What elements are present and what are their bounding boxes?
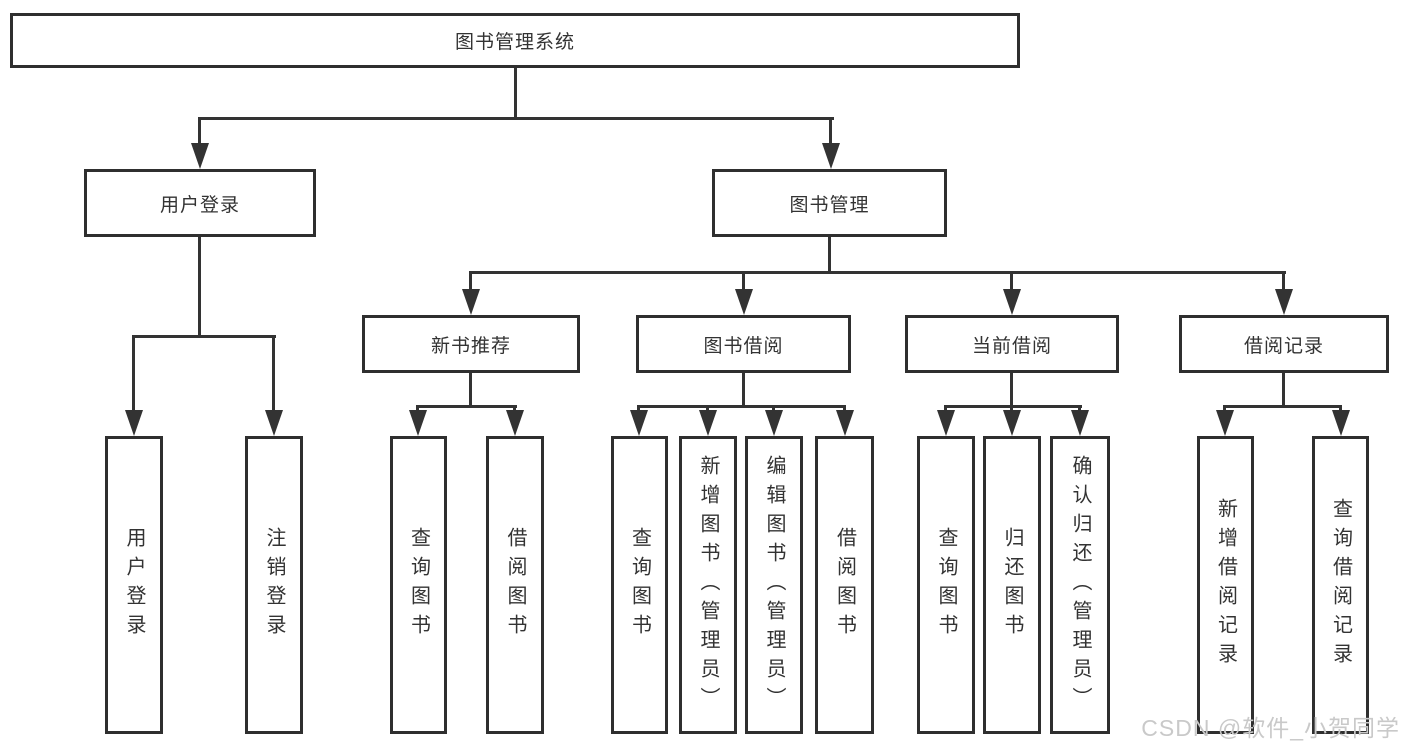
leaf-label: 归还图书 bbox=[1001, 527, 1023, 643]
connector-line bbox=[1010, 405, 1013, 414]
node-book-borrowing: 图书借阅 bbox=[636, 315, 851, 373]
leaf-logout-login: 注销登录 bbox=[245, 436, 303, 734]
node-label: 图书管理系统 bbox=[454, 32, 575, 53]
arrow-down-icon bbox=[630, 410, 648, 436]
arrow-down-icon bbox=[699, 410, 717, 436]
csdn-watermark: CSDN @软件_小贺同学 bbox=[1141, 715, 1400, 741]
leaf-borrow-books: 借阅图书 bbox=[815, 436, 874, 734]
arrow-down-icon bbox=[1332, 410, 1350, 436]
arrow-down-icon bbox=[462, 289, 480, 315]
connector-line bbox=[706, 405, 709, 414]
leaf-query-books-borrowing: 查询图书 bbox=[611, 436, 668, 734]
connector-line bbox=[132, 335, 276, 338]
connector-line bbox=[469, 373, 472, 407]
arrow-down-icon bbox=[409, 410, 427, 436]
connector-line bbox=[843, 405, 846, 414]
node-borrowing-records: 借阅记录 bbox=[1179, 315, 1389, 373]
node-user-login: 用户登录 bbox=[84, 169, 316, 237]
connector-line bbox=[1223, 405, 1342, 408]
connector-line bbox=[828, 237, 831, 273]
leaf-label: 新增借阅记录 bbox=[1214, 498, 1237, 672]
arrow-down-icon bbox=[506, 410, 524, 436]
arrow-down-icon bbox=[836, 410, 854, 436]
connector-line bbox=[1339, 405, 1342, 414]
arrow-down-icon bbox=[125, 410, 143, 436]
leaf-label: 新增图书（管理员） bbox=[697, 454, 719, 716]
leaf-label: 借阅图书 bbox=[833, 527, 856, 643]
node-label: 借阅记录 bbox=[1243, 335, 1324, 357]
leaf-query-borrow-record: 查询借阅记录 bbox=[1312, 436, 1369, 734]
arrow-down-icon bbox=[265, 410, 283, 436]
node-label: 当前借阅 bbox=[971, 335, 1052, 357]
leaf-label: 查询图书 bbox=[935, 527, 957, 643]
leaf-query-books-current: 查询图书 bbox=[917, 436, 975, 734]
connector-line bbox=[469, 271, 1286, 274]
node-book-management: 图书管理 bbox=[712, 169, 947, 237]
node-label: 图书管理 bbox=[789, 194, 870, 216]
connector-line bbox=[742, 271, 745, 291]
arrow-down-icon bbox=[1003, 289, 1021, 315]
connector-line bbox=[944, 405, 947, 414]
connector-line bbox=[944, 405, 1082, 408]
arrow-down-icon bbox=[1003, 410, 1021, 436]
node-label: 新书推荐 bbox=[430, 335, 511, 357]
connector-line bbox=[1223, 405, 1226, 414]
leaf-label: 注销登录 bbox=[263, 527, 285, 643]
arrow-down-icon bbox=[1071, 410, 1089, 436]
arrow-down-icon bbox=[937, 410, 955, 436]
connector-line bbox=[1010, 271, 1013, 291]
connector-line bbox=[1010, 373, 1013, 407]
leaf-query-books-recommend: 查询图书 bbox=[390, 436, 447, 734]
arrow-down-icon bbox=[191, 143, 209, 169]
arrow-down-icon bbox=[765, 410, 783, 436]
connector-line bbox=[637, 405, 846, 408]
leaf-label: 查询图书 bbox=[407, 527, 430, 643]
node-label: 用户登录 bbox=[159, 194, 240, 216]
node-library-management-system: 图书管理系统 bbox=[10, 13, 1020, 68]
arrow-down-icon bbox=[1275, 289, 1293, 315]
leaf-label: 确认归还（管理员） bbox=[1069, 454, 1091, 716]
leaf-edit-book-admin: 编辑图书（管理员） bbox=[745, 436, 803, 734]
connector-line bbox=[132, 335, 135, 415]
connector-line bbox=[198, 117, 834, 120]
connector-line bbox=[1282, 373, 1285, 407]
leaf-label: 编辑图书（管理员） bbox=[763, 454, 785, 716]
arrow-down-icon bbox=[1216, 410, 1234, 436]
connector-line bbox=[742, 373, 745, 407]
leaf-borrow-books-recommend: 借阅图书 bbox=[486, 436, 544, 734]
arrow-down-icon bbox=[822, 143, 840, 169]
connector-line bbox=[198, 237, 201, 337]
arrow-down-icon bbox=[735, 289, 753, 315]
leaf-label: 借阅图书 bbox=[504, 527, 526, 643]
leaf-add-book-admin: 新增图书（管理员） bbox=[679, 436, 737, 734]
node-label: 图书借阅 bbox=[703, 335, 784, 357]
connector-line bbox=[637, 405, 640, 414]
connector-line bbox=[272, 335, 275, 415]
node-new-book-recommendation: 新书推荐 bbox=[362, 315, 580, 373]
leaf-add-borrow-record: 新增借阅记录 bbox=[1197, 436, 1254, 734]
connector-line bbox=[1078, 405, 1081, 414]
leaf-return-books: 归还图书 bbox=[983, 436, 1041, 734]
leaf-label: 查询借阅记录 bbox=[1329, 498, 1352, 672]
connector-line bbox=[416, 405, 517, 408]
connector-line bbox=[198, 117, 201, 147]
connector-line bbox=[469, 271, 472, 291]
leaf-confirm-return-admin: 确认归还（管理员） bbox=[1050, 436, 1110, 734]
connector-line bbox=[513, 405, 516, 414]
leaf-label: 查询图书 bbox=[628, 527, 651, 643]
connector-line bbox=[1282, 271, 1285, 291]
connector-line bbox=[416, 405, 419, 414]
leaf-label: 用户登录 bbox=[123, 527, 145, 643]
connector-line bbox=[829, 117, 832, 147]
connector-line bbox=[772, 405, 775, 414]
leaf-user-login: 用户登录 bbox=[105, 436, 163, 734]
node-current-borrowing: 当前借阅 bbox=[905, 315, 1119, 373]
connector-line bbox=[514, 68, 517, 119]
